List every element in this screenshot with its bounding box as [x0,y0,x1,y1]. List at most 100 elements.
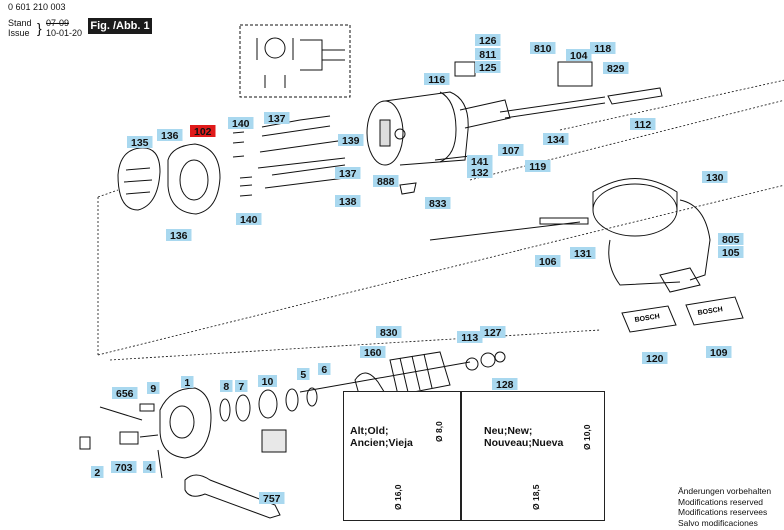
part-label-138: 138 [335,195,361,208]
stand-label: Stand [8,18,32,28]
power-cord [429,178,711,293]
part-label-135: 135 [127,136,153,149]
part-label-box [492,378,518,390]
part-label-text: 140 [240,214,258,226]
figure-label: Fig. /Abb. 1 [88,18,152,34]
part-label-box [111,461,137,473]
part-label-box [467,155,493,167]
part-label-128: 128 [492,378,518,391]
inset-new-version: Neu;New; Nouveau;Nueva Ø 10,0 Ø 18,5 [461,391,605,521]
part-label-text: 9 [150,383,156,395]
part-label-757: 757 [259,492,285,505]
document-number: 0 601 210 003 [8,2,66,12]
brand-plates [621,296,744,333]
brand-plate-text: BOSCH [697,306,723,317]
inset-new-dim-small: Ø 18,5 [531,484,541,510]
part-label-105: 105 [718,246,744,259]
inset-old-dim-main: Ø 8,0 [434,421,444,442]
part-label-box [566,49,592,61]
part-label-box [338,134,364,146]
part-label-text: 109 [710,347,728,359]
part-label-830: 830 [376,326,402,339]
part-label-box [424,73,450,85]
part-label-107: 107 [498,144,524,157]
part-label-box [603,62,629,74]
motor-housing [366,91,511,166]
part-label-805: 805 [718,233,744,246]
part-label-text: 656 [116,388,134,400]
part-label-box [258,375,277,387]
part-label-112: 112 [630,118,656,131]
part-label-810: 810 [530,42,556,55]
part-label-text: 830 [380,327,398,339]
part-label-box [480,326,506,338]
part-label-136: 136 [166,229,192,242]
part-label-text: 6 [321,364,327,376]
part-label-box [525,160,551,172]
part-label-text: 140 [232,118,250,130]
part-label-text: 132 [471,167,489,179]
part-label-113: 113 [457,331,483,344]
part-label-box [373,175,399,187]
part-label-box [642,352,668,364]
note-line: Salvo modificaciones [678,517,758,528]
part-label-126: 126 [475,34,501,47]
part-label-text: 833 [429,198,447,210]
part-label-136: 136 [157,129,183,142]
part-label-888: 888 [373,175,399,188]
part-label-box [475,48,501,60]
part-label-text: 107 [502,145,520,157]
part-label-box [475,61,501,73]
part-label-text: 135 [131,137,149,149]
part-label-text: 137 [268,113,286,125]
part-label-box [91,466,104,478]
part-label-box [360,346,386,358]
inset-old-dim-small: Ø 16,0 [393,484,403,510]
part-label-656: 656 [112,387,138,400]
part-label-text: 125 [479,62,497,74]
part-label-text: 127 [484,327,502,339]
part-label-9: 9 [147,382,160,395]
part-label-137: 137 [335,167,361,180]
part-label-132: 132 [467,166,493,179]
part-label-box [318,363,331,375]
part-label-box [259,492,285,504]
part-label-106: 106 [535,255,561,268]
part-label-134: 134 [543,133,569,146]
part-label-text: 757 [263,493,281,505]
part-label-box [570,247,596,259]
header-brace: } [37,20,42,36]
circuit-schematic [239,24,351,98]
field-and-ring [117,143,221,215]
note-line: Modifications reserved [678,496,764,507]
part-label-text: 136 [170,230,188,242]
part-label-box [718,246,744,258]
part-label-box [235,380,248,392]
part-label-4: 4 [143,461,156,474]
part-label-text: 141 [471,156,489,168]
part-label-text: 137 [339,168,357,180]
part-label-text: 4 [146,462,152,474]
part-label-box [264,112,290,124]
part-label-text: 134 [547,134,565,146]
part-label-text: 829 [607,63,625,75]
part-label-text: 126 [479,35,497,47]
part-label-text: 106 [539,256,557,268]
part-label-text: 104 [570,50,588,62]
part-label-text: 128 [496,379,514,391]
part-label-109: 109 [706,346,732,359]
part-label-text: 811 [479,49,496,61]
stand-date: 07-09 [46,18,70,28]
part-label-box [112,387,138,399]
part-label-box [335,167,361,179]
part-label-box [543,133,569,145]
part-label-box [220,380,233,392]
part-label-2: 2 [91,466,104,479]
part-label-1: 1 [181,376,194,389]
part-label-box [236,213,262,225]
part-label-text: 118 [594,43,611,55]
part-label-text: 160 [364,347,382,359]
part-label-box [457,331,483,343]
part-label-box [475,34,501,46]
part-label-text: 131 [574,248,592,260]
